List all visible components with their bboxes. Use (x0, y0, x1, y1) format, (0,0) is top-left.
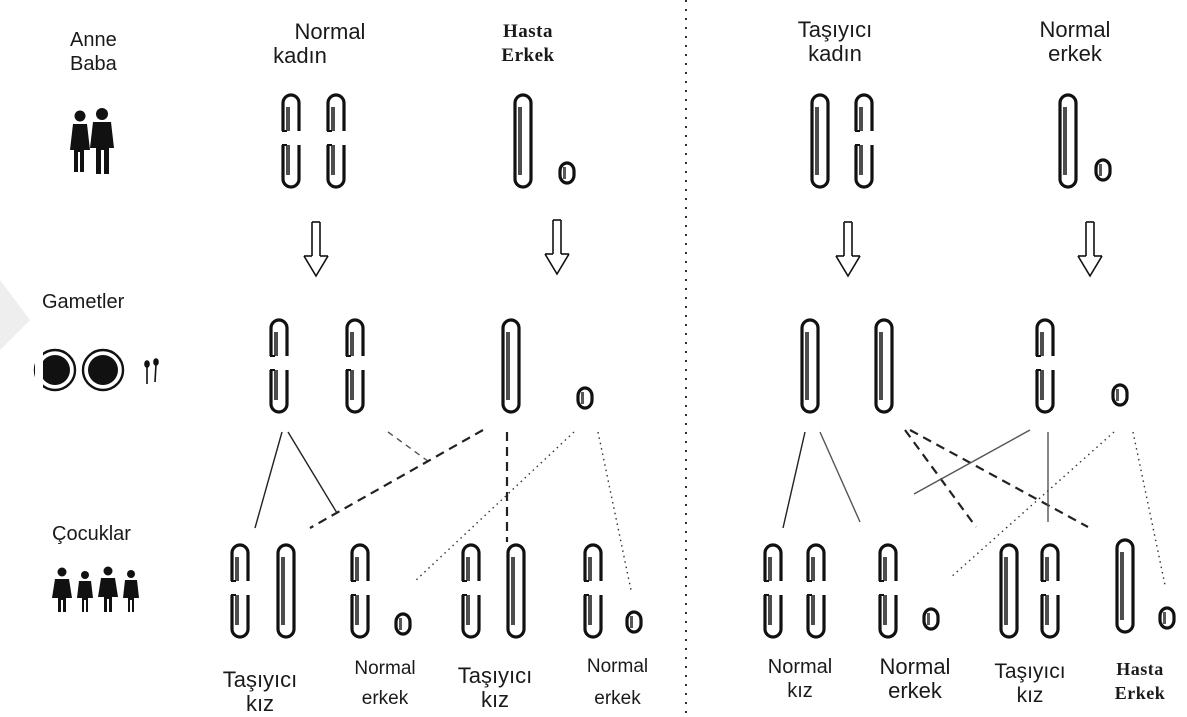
right-child-3-line1: Taşıyıcı (994, 660, 1066, 683)
left-child-3-line2: kız (480, 687, 510, 712)
right-child-2-label: Normal erkek (865, 655, 965, 703)
right-mother-line2: kadın (808, 41, 862, 66)
y-chromosome-icon (922, 607, 940, 631)
label-baba: Baba (70, 53, 117, 75)
x-chromosome-icon (810, 93, 830, 189)
row-label-gametes: Gametler (42, 291, 125, 313)
cross-line (909, 429, 1089, 528)
right-child-2-line1: Normal (879, 654, 951, 679)
y-chromosome-icon (1158, 606, 1176, 630)
cross-line (254, 431, 283, 529)
down-arrow-icon (303, 221, 329, 277)
x-chromosome-icon (580, 543, 606, 639)
left-child-3-line1: Taşıyıcı (457, 663, 533, 688)
cross-line (287, 431, 338, 514)
cross-line (387, 431, 433, 465)
left-child-1-label: Taşıyıcı kız (210, 668, 310, 716)
right-child-4-line1: Hasta (1116, 659, 1164, 679)
x-chromosome-icon (1115, 538, 1135, 634)
y-chromosome-icon (1094, 158, 1112, 182)
right-child-3-line2: kız (1016, 684, 1044, 707)
left-child-4-line2: erkek (594, 688, 641, 709)
right-child-1-label: Normal kız (755, 655, 845, 703)
right-child-4-line2: Erkek (1114, 683, 1166, 703)
row-label-parents: Anne Baba (70, 28, 117, 76)
label-anne: Anne (70, 29, 117, 51)
right-child-2-line2: erkek (888, 678, 942, 703)
x-chromosome-icon (874, 318, 894, 414)
cross-line (904, 429, 977, 528)
x-chromosome-icon (323, 93, 349, 189)
left-child-1-line1: Taşıyıcı (222, 667, 298, 692)
x-chromosome-icon (800, 318, 820, 414)
right-child-3-label: Taşıyıcı kız (980, 660, 1080, 708)
x-chromosome-icon (342, 318, 368, 414)
y-chromosome-icon (394, 612, 412, 636)
x-chromosome-icon (227, 543, 253, 639)
cross-line (413, 431, 575, 583)
cross-line (1132, 431, 1166, 586)
y-chromosome-icon (576, 386, 594, 410)
left-mother-line2: kadın (273, 43, 327, 68)
down-arrow-icon (544, 219, 570, 275)
left-child-4-line1: Normal (586, 656, 649, 677)
x-chromosome-icon (1032, 318, 1058, 414)
x-chromosome-icon (458, 543, 484, 639)
left-father-label: Hasta Erkek (488, 20, 568, 68)
right-father-line2: erkek (1048, 41, 1102, 66)
right-father-label: Normal erkek (1025, 18, 1125, 66)
right-child-4-label: Hasta Erkek (1100, 657, 1180, 705)
x-chromosome-icon (760, 543, 786, 639)
down-arrow-icon (835, 221, 861, 277)
right-mother-label: Taşıyıcı kadın (780, 18, 890, 66)
row-label-children: Çocuklar (52, 523, 131, 545)
egg-cells-icon (33, 340, 125, 400)
left-child-2-line2: erkek (361, 688, 409, 709)
parents-couple-icon (70, 108, 114, 174)
x-chromosome-icon (278, 93, 304, 189)
x-chromosome-icon (276, 543, 296, 639)
x-chromosome-icon (851, 93, 877, 189)
left-child-2-line1: Normal (354, 658, 416, 679)
page-corner-shadow (0, 280, 30, 350)
x-chromosome-icon (347, 543, 373, 639)
cross-line (913, 429, 1031, 495)
x-chromosome-icon (803, 543, 829, 639)
cross-line (597, 431, 632, 591)
y-chromosome-icon (625, 610, 643, 634)
sperm-cells-icon (144, 358, 159, 384)
left-father-line1: Hasta (503, 21, 553, 42)
y-chromosome-icon (558, 161, 576, 185)
left-mother-line1: Normal (294, 19, 366, 44)
right-mother-line1: Taşıyıcı (797, 17, 873, 42)
left-child-1-line2: kız (245, 691, 275, 716)
x-chromosome-icon (1037, 543, 1063, 639)
left-father-line2: Erkek (501, 45, 555, 66)
right-father-line1: Normal (1039, 17, 1111, 42)
x-chromosome-icon (266, 318, 292, 414)
x-chromosome-icon (1058, 93, 1078, 189)
x-chromosome-icon (501, 318, 521, 414)
x-chromosome-icon (875, 543, 901, 639)
right-child-1-line1: Normal (767, 656, 833, 678)
x-chromosome-icon (506, 543, 526, 639)
children-group-icon (52, 566, 139, 612)
left-child-3-label: Taşıyıcı kız (445, 664, 545, 712)
right-child-1-line2: kız (787, 680, 813, 702)
x-chromosome-icon (999, 543, 1019, 639)
cross-line (309, 429, 484, 529)
cross-line (782, 431, 806, 529)
x-chromosome-icon (513, 93, 533, 189)
y-chromosome-icon (1111, 383, 1129, 407)
left-child-4-label: Normal erkek (570, 655, 665, 711)
down-arrow-icon (1077, 221, 1103, 277)
left-child-2-label: Normal erkek (340, 657, 430, 711)
left-mother-label: Normal kadın (250, 20, 380, 68)
cross-line (819, 431, 861, 523)
cross-line (949, 431, 1115, 579)
